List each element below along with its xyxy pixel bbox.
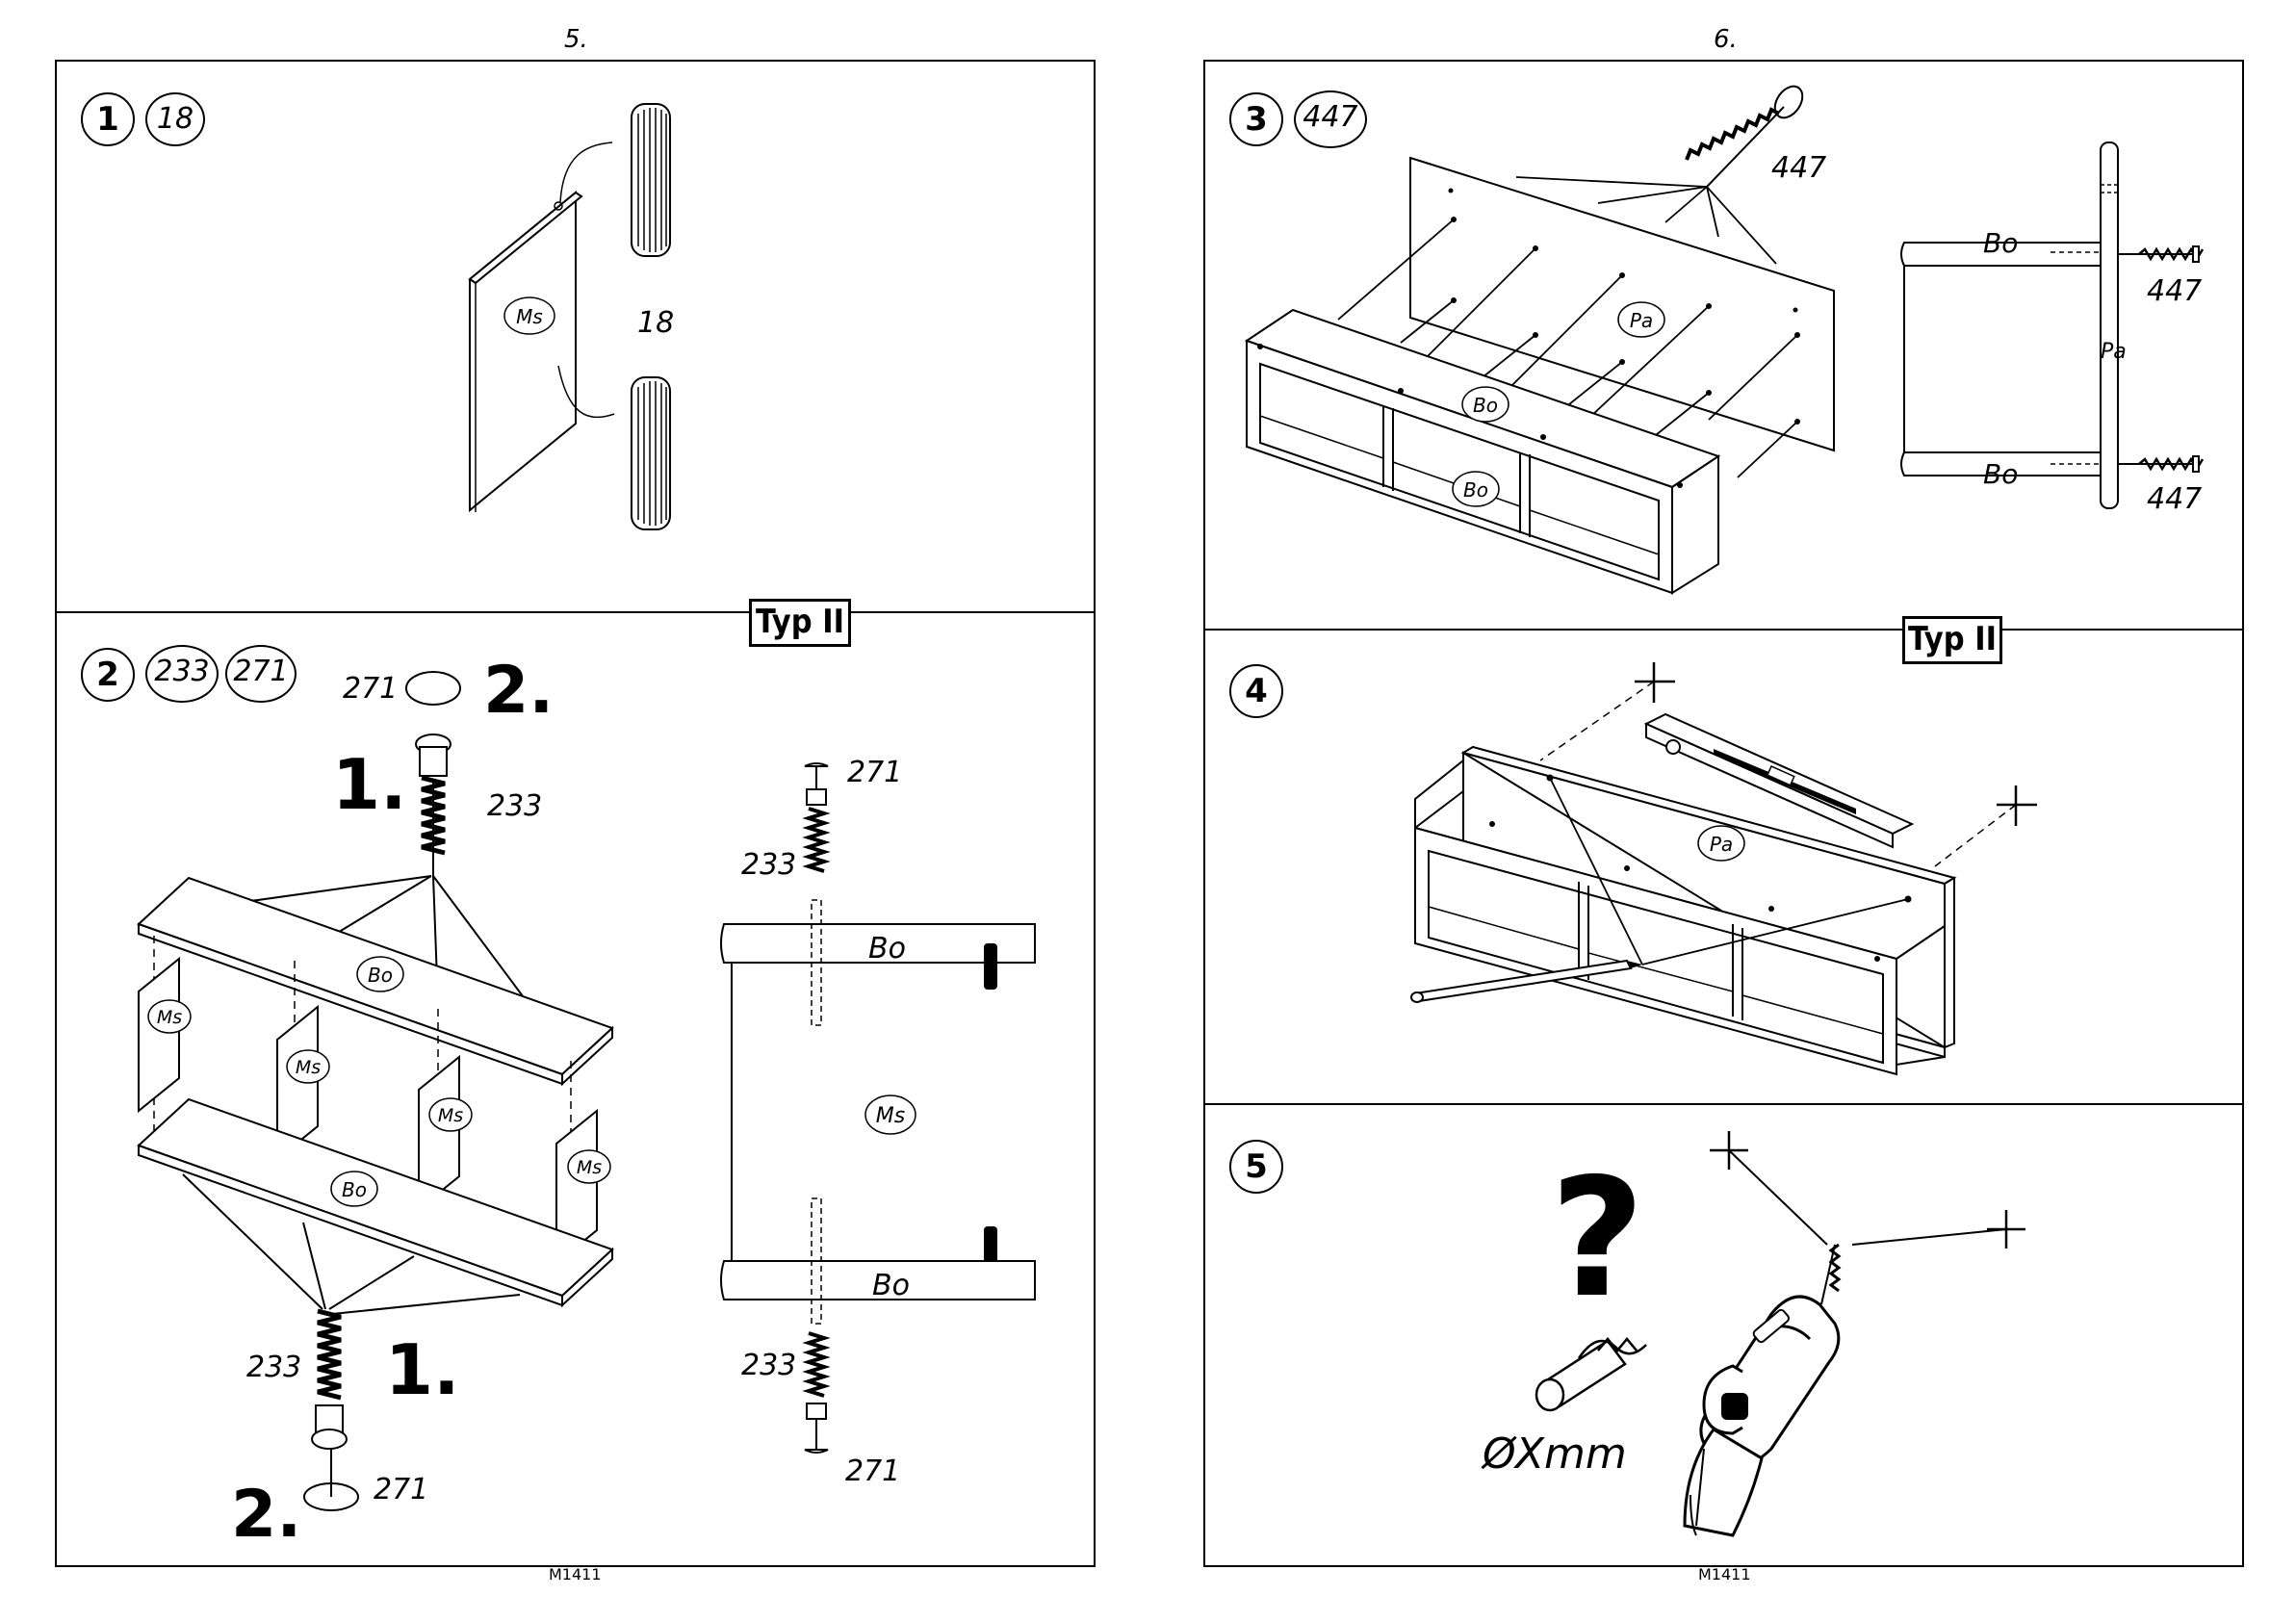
svg-text:233: 233 [487, 789, 542, 823]
step-4-illustration: Pa [1396, 655, 2070, 1078]
cover-cap-icon [406, 672, 460, 705]
plug-size-label: ØXmm [1481, 1429, 1627, 1479]
dowel-icon [632, 104, 670, 256]
step-1-number: 1 [81, 92, 135, 146]
panel-label: Ms [516, 305, 543, 328]
svg-text:Bo: Bo [368, 964, 393, 987]
step-1-part-ref: 18 [145, 92, 205, 146]
svg-text:Bo: Bo [1983, 458, 2018, 490]
step-2-detail-section: 271 233 Bo Ms Bo 233 271 [712, 760, 1059, 1482]
svg-text:2.: 2. [483, 653, 554, 729]
svg-text:Bo: Bo [1463, 478, 1488, 502]
step-5-illustration: ? ØXmm [1463, 1121, 2041, 1545]
svg-text:271: 271 [343, 672, 398, 706]
svg-text:1.: 1. [332, 744, 406, 825]
footer-code-right: M1411 [1698, 1565, 1751, 1583]
step-3-side-section: Pa Bo Bo 447 447 [1887, 135, 2233, 520]
question-mark-icon: ? [1550, 1144, 1645, 1334]
wall-plug-icon [1536, 1339, 1646, 1410]
svg-text:Bo: Bo [868, 932, 906, 965]
svg-text:Bo: Bo [872, 1269, 910, 1302]
svg-text:233: 233 [246, 1351, 301, 1384]
step-4-number: 4 [1229, 664, 1283, 718]
svg-text:Bo: Bo [1983, 227, 2018, 259]
svg-text:271: 271 [845, 1455, 900, 1488]
svg-text:Ms: Ms [438, 1105, 463, 1126]
svg-text:233: 233 [741, 848, 796, 882]
right-step-divider-2 [1204, 1103, 2243, 1105]
svg-text:Ms: Ms [157, 1007, 182, 1028]
cam-screw-icon [416, 734, 451, 878]
svg-text:447: 447 [2147, 274, 2202, 308]
svg-text:447: 447 [1771, 151, 1826, 185]
svg-text:447: 447 [2147, 482, 2202, 516]
page-number-right: 6. [1714, 25, 1738, 54]
dowel-part-label: 18 [637, 306, 674, 340]
svg-text:271: 271 [847, 756, 902, 789]
svg-text:Ms: Ms [876, 1104, 905, 1128]
cam-screw-icon [312, 1311, 347, 1449]
wood-screw-icon [2118, 246, 2203, 262]
svg-text:233: 233 [741, 1349, 796, 1382]
step-3-illustration: Pa 447 [1237, 83, 1853, 603]
svg-text:Bo: Bo [1473, 394, 1498, 417]
step-1-illustration: Ms 18 [452, 96, 722, 549]
cordless-drill-icon [1685, 1245, 1839, 1535]
right-step-divider-1 [1204, 629, 2243, 631]
svg-text:Bo: Bo [342, 1178, 367, 1201]
svg-text:Ms: Ms [577, 1157, 602, 1178]
wall-mark-icon [1635, 662, 1675, 703]
page-number-left: 5. [564, 25, 588, 54]
footer-code-left: M1411 [549, 1565, 602, 1583]
wood-screw-icon [2118, 456, 2203, 472]
step-2-exploded-illustration: 271 2. 1. 233 Bo [125, 655, 626, 1550]
svg-text:Pa: Pa [1710, 833, 1733, 856]
wall-mark-icon [1997, 785, 2037, 826]
svg-text:Pa: Pa [1630, 309, 1653, 332]
svg-text:Ms: Ms [296, 1057, 321, 1078]
left-step-divider [56, 611, 1095, 613]
svg-text:1.: 1. [385, 1329, 459, 1410]
svg-text:271: 271 [374, 1473, 428, 1506]
svg-text:Pa: Pa [2101, 340, 2127, 364]
dowel-icon [632, 377, 670, 529]
svg-text:2.: 2. [231, 1477, 301, 1553]
step-5-number: 5 [1229, 1140, 1283, 1194]
typ-ii-badge: Typ II [749, 599, 851, 647]
